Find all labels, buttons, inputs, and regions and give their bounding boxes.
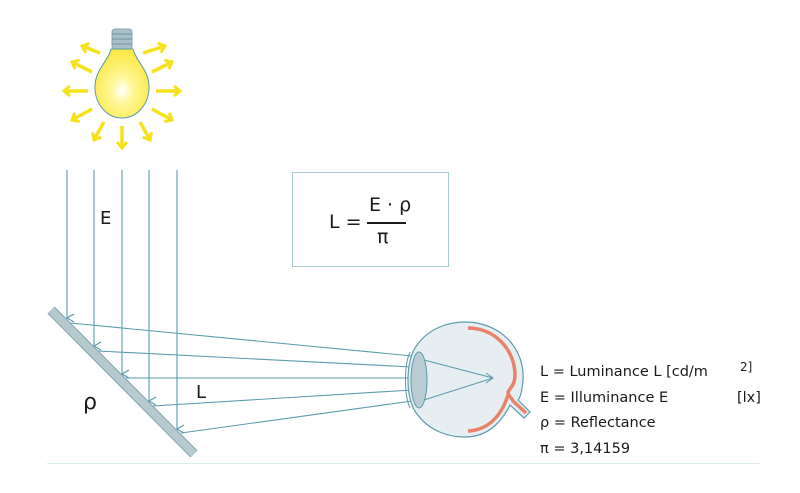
legend-illuminance: E = Illuminance E (540, 390, 669, 406)
incident-rays (65, 170, 185, 434)
legend-luminance: L = Luminance L [cd/m (540, 364, 708, 380)
formula-lhs: L = (329, 211, 362, 233)
reflected-rays (69, 322, 413, 434)
illuminance-label: E (100, 208, 112, 229)
light-rays-icon (64, 46, 180, 148)
light-bulb-icon (94, 28, 150, 119)
formula-numerator: E · ρ (369, 194, 412, 216)
eye-icon (405, 321, 531, 438)
reflectance-label: ρ (83, 390, 97, 415)
legend-pi: π = 3,14159 (540, 441, 631, 457)
legend-luminance-unit: 2] (740, 360, 753, 374)
fraction-bar (367, 222, 406, 224)
formula-denominator: π (377, 226, 389, 248)
bottom-divider (47, 463, 760, 464)
legend-illuminance-unit: [lx] (737, 390, 761, 406)
legend-reflectance: ρ = Reflectance (540, 415, 656, 431)
luminance-label: L (196, 382, 207, 403)
formula-box (292, 172, 449, 267)
